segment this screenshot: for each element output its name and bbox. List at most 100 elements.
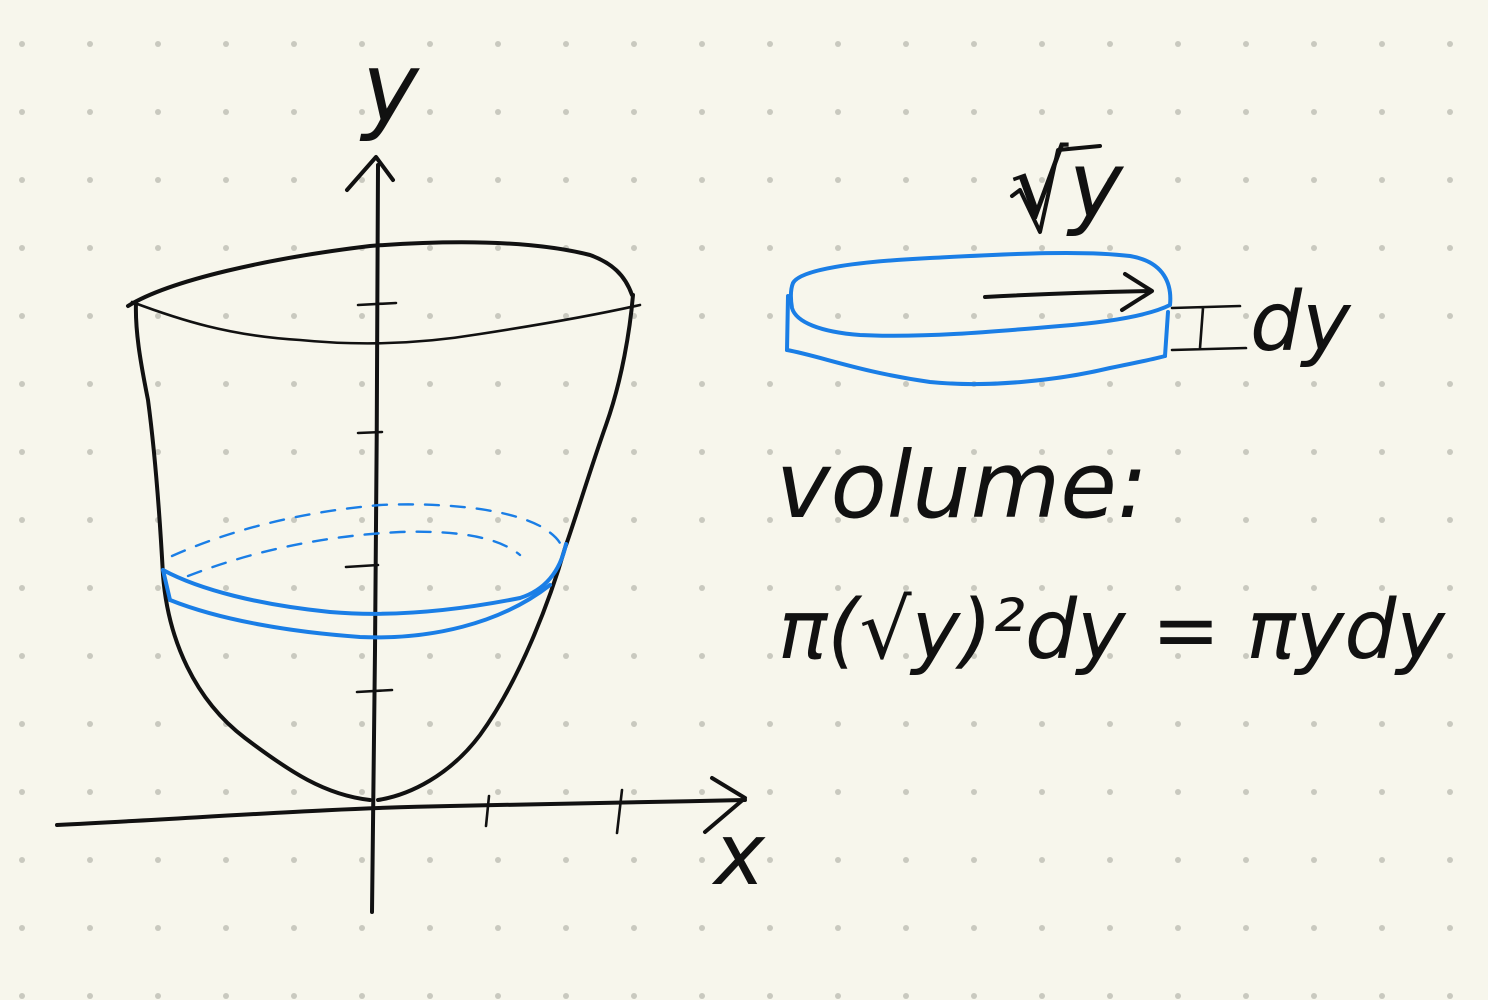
grid-dot <box>19 109 25 115</box>
grid-dot <box>19 993 25 999</box>
grid-dot <box>291 789 297 795</box>
grid-dot <box>19 925 25 931</box>
grid-dot <box>1039 245 1045 251</box>
grid-dot <box>359 517 365 523</box>
grid-dot <box>359 585 365 591</box>
grid-dot <box>903 789 909 795</box>
grid-dot <box>359 41 365 47</box>
grid-dot <box>1311 585 1317 591</box>
grid-dot <box>699 721 705 727</box>
grid-dot <box>631 517 637 523</box>
grid-dot <box>1107 245 1113 251</box>
top-rim-front <box>130 300 642 345</box>
grid-dot <box>1243 721 1249 727</box>
grid-dot <box>835 313 841 319</box>
grid-dot <box>971 585 977 591</box>
grid-dot <box>631 993 637 999</box>
grid-dot <box>1311 721 1317 727</box>
grid-dot <box>1243 109 1249 115</box>
grid-dot <box>359 177 365 183</box>
grid-dot <box>835 925 841 931</box>
grid-dot <box>427 585 433 591</box>
grid-dot <box>699 585 705 591</box>
grid-dot <box>971 245 977 251</box>
grid-dot <box>359 381 365 387</box>
grid-dot <box>767 585 773 591</box>
grid-dot <box>19 857 25 863</box>
grid-dot <box>835 653 841 659</box>
grid-dot <box>1107 41 1113 47</box>
grid-dot <box>631 245 637 251</box>
grid-dot <box>903 41 909 47</box>
grid-dot <box>903 517 909 523</box>
grid-dot <box>1379 789 1385 795</box>
y-tick <box>356 301 398 307</box>
grid-dot <box>223 585 229 591</box>
grid-dot <box>1447 41 1453 47</box>
volume-heading: volume: <box>776 432 1148 539</box>
x-tick <box>484 794 491 828</box>
grid-dot <box>223 449 229 455</box>
grid-dot <box>1379 721 1385 727</box>
grid-dot <box>291 517 297 523</box>
grid-dot <box>359 857 365 863</box>
grid-dot <box>1039 585 1045 591</box>
grid-dot <box>1107 653 1113 659</box>
paraboloid <box>126 240 642 802</box>
slice-top-edge <box>161 542 568 616</box>
grid-dot <box>155 313 161 319</box>
y-tick <box>355 688 394 694</box>
grid-dot <box>1447 653 1453 659</box>
grid-dot <box>767 245 773 251</box>
grid-dot <box>223 925 229 931</box>
grid-dot <box>1175 313 1181 319</box>
grid-dot <box>223 313 229 319</box>
grid-dot <box>427 789 433 795</box>
grid-dot <box>155 721 161 727</box>
grid-dot <box>631 41 637 47</box>
grid-dot <box>495 993 501 999</box>
grid-dot <box>1447 449 1453 455</box>
grid-dot <box>495 721 501 727</box>
grid-dot <box>1243 177 1249 183</box>
grid-dot <box>903 109 909 115</box>
disc-top-face <box>788 250 1173 338</box>
grid-dot <box>631 109 637 115</box>
grid-dot <box>1243 585 1249 591</box>
grid-dot <box>835 721 841 727</box>
grid-dot <box>1311 41 1317 47</box>
grid-dot <box>223 381 229 387</box>
grid-dot <box>903 653 909 659</box>
grid-dot <box>971 925 977 931</box>
grid-dot <box>699 653 705 659</box>
grid-dot <box>291 109 297 115</box>
grid-dot <box>495 109 501 115</box>
grid-dot <box>291 449 297 455</box>
grid-dot <box>1175 517 1181 523</box>
grid-dot <box>87 585 93 591</box>
grid-dot <box>563 41 569 47</box>
grid-dot <box>1447 857 1453 863</box>
grid-dot <box>971 993 977 999</box>
top-rim-back <box>126 240 634 308</box>
radius-label: √y <box>1010 132 1124 239</box>
grid-dot <box>767 993 773 999</box>
grid-dot <box>495 381 501 387</box>
grid-dot <box>427 109 433 115</box>
grid-dot <box>19 381 25 387</box>
grid-dot <box>1311 381 1317 387</box>
grid-dot <box>87 313 93 319</box>
grid-dot <box>1379 313 1385 319</box>
grid-dot <box>1243 789 1249 795</box>
grid-dot <box>767 381 773 387</box>
grid-dot <box>359 925 365 931</box>
slice-bottom-edge <box>168 583 552 640</box>
grid-dot <box>1447 925 1453 931</box>
grid-dot <box>1107 109 1113 115</box>
grid-dot <box>495 585 501 591</box>
grid-dot <box>1379 857 1385 863</box>
grid-dot <box>495 449 501 455</box>
slice-left-side <box>161 568 172 602</box>
grid-dot <box>699 449 705 455</box>
disc-bottom-edge <box>785 348 1167 387</box>
